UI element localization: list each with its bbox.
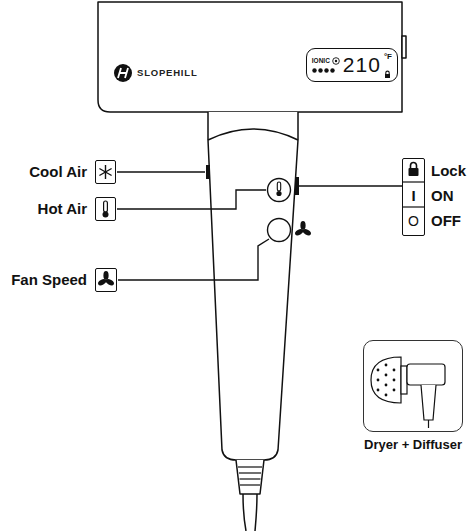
- temperature-readout: 210: [343, 53, 381, 77]
- control-icon-box: Fan Speed: [95, 268, 117, 292]
- mode-label: IONIC: [312, 57, 330, 65]
- ionic-dot: [335, 60, 337, 62]
- level-dot: [324, 68, 328, 72]
- fan-button: [268, 219, 291, 242]
- display-column: °F: [384, 52, 392, 78]
- lock-symbol: [384, 70, 391, 78]
- prong: [385, 364, 388, 367]
- cord-rib: [238, 466, 262, 467]
- fan-symbol: [97, 271, 115, 287]
- inset-handle: [421, 385, 436, 420]
- prong: [377, 379, 380, 382]
- switch-symbol: I: [403, 187, 424, 205]
- fan-blade: [97, 278, 107, 287]
- head-knob: [402, 36, 406, 58]
- inset-caption: Dryer + Diffuser: [364, 437, 462, 453]
- dryer-body: [98, 2, 406, 531]
- fan-symbol: [294, 221, 312, 237]
- control-label: Cool Air: [29, 163, 87, 181]
- leader-line: [117, 190, 266, 209]
- cord-tip: [236, 460, 264, 494]
- inset-head: [407, 364, 445, 385]
- prong: [377, 389, 380, 392]
- switch-symbol: O: [403, 212, 424, 230]
- leader-line: [299, 185, 402, 186]
- snowflake-arm: [99, 169, 111, 176]
- control-label: Fan Speed: [11, 271, 87, 289]
- fan-blade: [302, 228, 312, 237]
- diffuser: [371, 357, 401, 403]
- cord-ribs: [238, 467, 262, 485]
- display-row: IONIC: [312, 57, 340, 65]
- switch-label: Lock: [431, 162, 466, 180]
- cord-rib: [240, 484, 260, 485]
- thermometer-symbol: [277, 182, 280, 191]
- diffuser-neck: [401, 366, 407, 394]
- thermometer-symbol: [103, 212, 109, 218]
- switch-divider: [402, 206, 425, 207]
- level-dots: [312, 68, 336, 73]
- lock-body: [385, 74, 390, 78]
- dryer-head: [98, 2, 402, 112]
- ionic-symbol: [332, 57, 340, 65]
- leader-line: [117, 171, 205, 172]
- lock-shackle: [386, 71, 389, 74]
- switch-label: OFF: [431, 212, 461, 230]
- display-panel: IONIC 210°F: [306, 48, 398, 82]
- snowflake-arm: [99, 169, 111, 176]
- level-dot: [330, 68, 334, 72]
- logo-mark: [114, 64, 132, 82]
- inset-box: Dryer + Diffuser: [363, 340, 463, 432]
- prong: [393, 389, 396, 392]
- leader-line: [118, 239, 269, 280]
- inset-cord: [428, 420, 429, 428]
- brand-label: SLOPEHILL: [137, 67, 198, 79]
- fan-blade: [300, 221, 305, 230]
- dryer-handle: [208, 112, 298, 460]
- ionic-ring: [333, 58, 340, 65]
- hot-button: [268, 179, 291, 202]
- cord-rib: [240, 478, 261, 479]
- fan-blade: [105, 278, 115, 287]
- thermometer-symbol: [104, 201, 108, 212]
- prong: [385, 384, 388, 387]
- leader-lines: [117, 172, 402, 280]
- control-icon-box: Hot Air: [95, 197, 116, 221]
- fan-blade: [103, 271, 108, 280]
- switch-label: ON: [431, 187, 454, 205]
- level-dot: [318, 68, 322, 72]
- switch-divider: [402, 181, 425, 182]
- prong: [385, 374, 388, 377]
- handle-collar: [208, 129, 298, 140]
- prong: [393, 369, 396, 372]
- cord-rib: [239, 472, 261, 473]
- logo-mark: [118, 68, 128, 78]
- control-icon-box: Cool Air: [95, 160, 116, 184]
- inset-dryer: [371, 357, 445, 428]
- fan-blade: [294, 228, 304, 237]
- lock-symbol: [409, 168, 419, 176]
- prong: [393, 379, 396, 382]
- prong: [385, 394, 388, 397]
- prong: [377, 369, 380, 372]
- display-column: IONIC: [312, 57, 340, 73]
- thermometer-symbol: [276, 191, 281, 196]
- lock-symbol: [411, 163, 417, 169]
- unit-label: °F: [384, 52, 392, 62]
- level-dot: [312, 68, 316, 72]
- cord: [255, 494, 257, 531]
- diffuser-prongs: [377, 364, 396, 397]
- control-label: Hot Air: [38, 200, 87, 218]
- snowflake-symbol: [99, 165, 111, 179]
- cord: [243, 494, 246, 531]
- power-switch-box: LockIONOOFF: [402, 158, 425, 236]
- cool-button: [206, 165, 210, 179]
- power-switch: [295, 177, 299, 195]
